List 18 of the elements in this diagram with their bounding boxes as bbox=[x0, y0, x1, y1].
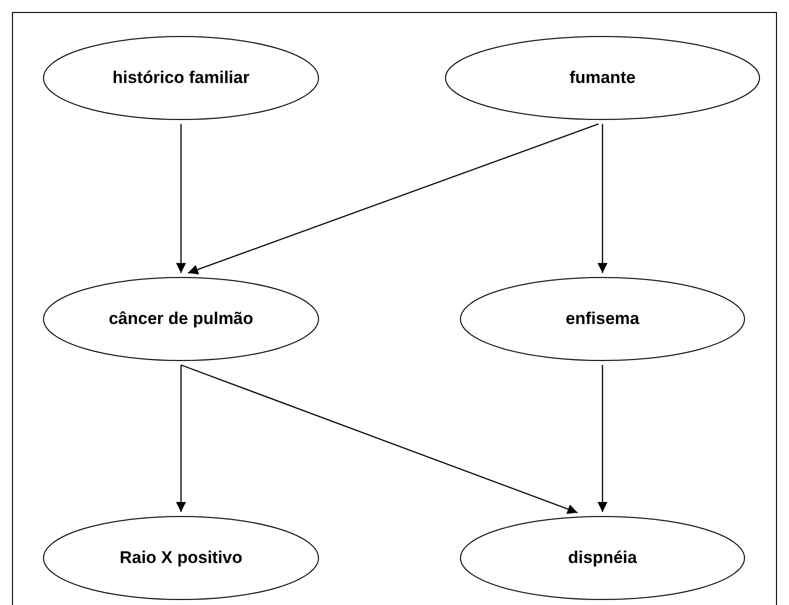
node-ellipse bbox=[43, 36, 319, 120]
arrow bbox=[598, 124, 608, 273]
node-label: Raio X positivo bbox=[120, 548, 242, 568]
arrow bbox=[598, 365, 608, 512]
arrow bbox=[188, 123, 599, 274]
node-label: dispnéia bbox=[568, 548, 637, 568]
arrow bbox=[180, 364, 578, 514]
node-ellipse bbox=[43, 277, 319, 361]
arrow bbox=[176, 124, 186, 273]
node-ellipse bbox=[460, 277, 745, 361]
node-label: enfisema bbox=[566, 309, 640, 329]
node-ellipse bbox=[445, 36, 760, 120]
node-ellipse bbox=[43, 516, 319, 600]
node-ellipse bbox=[460, 516, 745, 600]
arrow bbox=[176, 365, 186, 512]
node-label: fumante bbox=[569, 68, 636, 88]
node-label: histórico familiar bbox=[112, 68, 250, 88]
node-label: câncer de pulmão bbox=[108, 309, 254, 329]
